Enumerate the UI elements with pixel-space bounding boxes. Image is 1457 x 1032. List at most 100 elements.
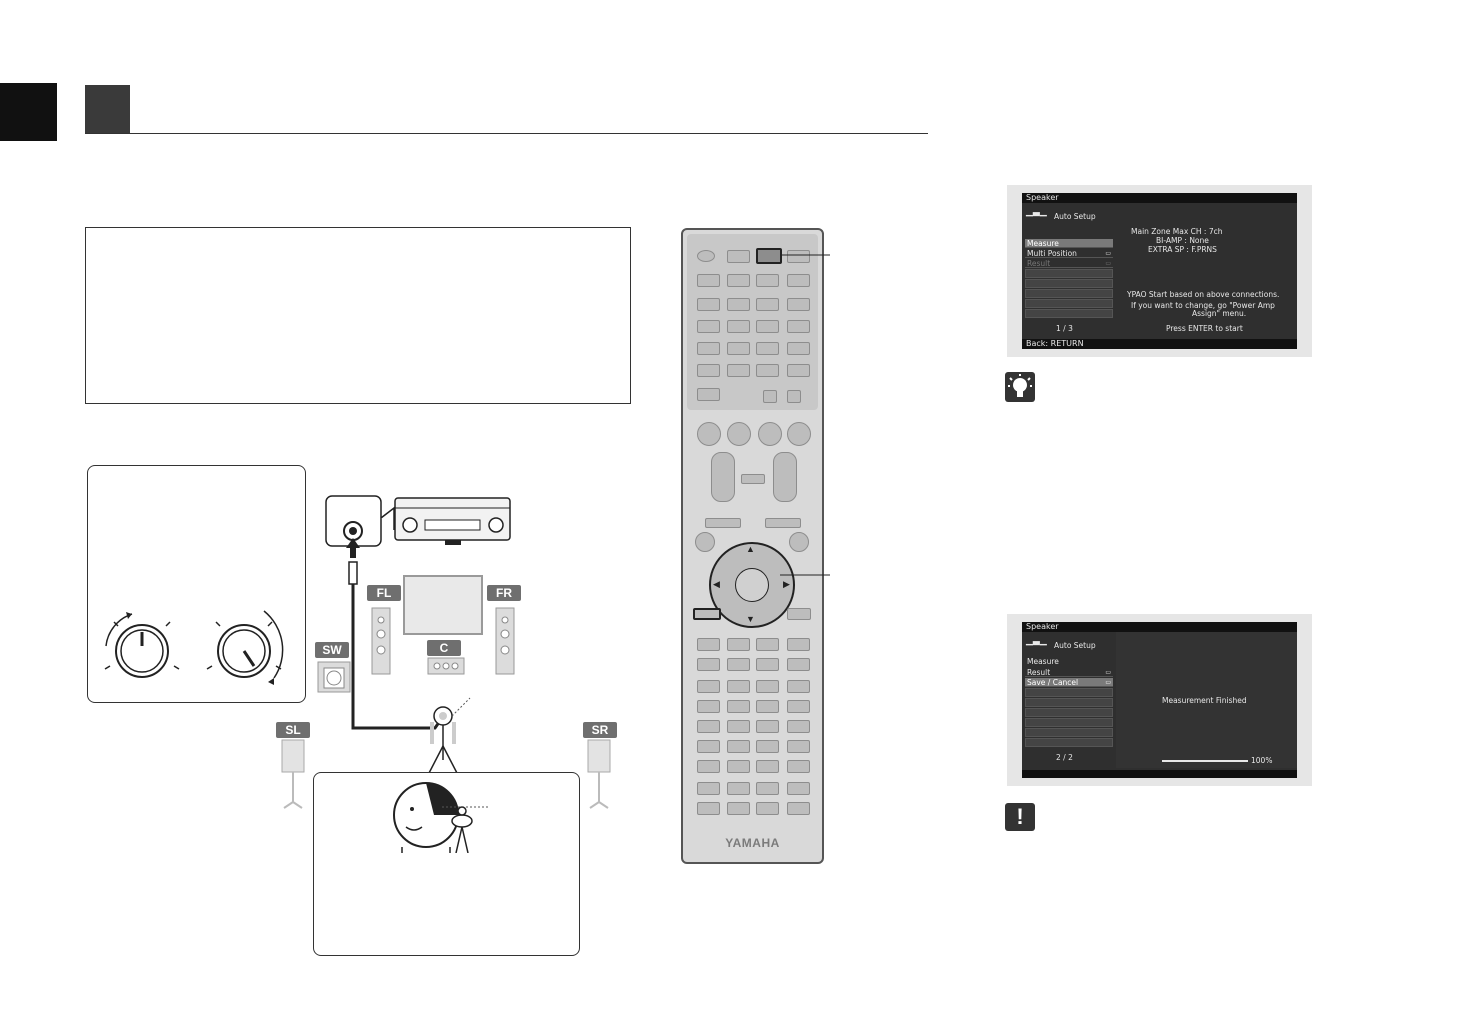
speaker-label-c: C [427,640,461,656]
remote-button[interactable] [756,342,779,355]
scene-button[interactable] [697,422,721,446]
remote-button[interactable] [697,274,720,287]
osd-screen-2: Speaker ▁▃▁ Auto Setup Measure Result▭ S… [1022,622,1297,778]
menu-item-empty [1025,299,1113,308]
remote-button[interactable] [787,320,810,333]
remote-button[interactable] [697,638,720,651]
remote-button[interactable] [756,638,779,651]
osd-info-line: Main Zone Max CH : 7ch [1131,227,1223,236]
remote-button[interactable] [705,518,741,528]
menu-item-measure[interactable]: Measure [1025,239,1113,248]
remote-button[interactable] [727,740,750,753]
menu-item-result[interactable]: Result▭ [1025,668,1113,677]
osd-info-line: EXTRA SP : F.PRNS [1148,245,1217,254]
remote-button[interactable] [697,320,720,333]
remote-button[interactable] [697,680,720,693]
remote-button[interactable] [727,782,750,795]
remote-button[interactable] [727,680,750,693]
remote-button[interactable] [787,638,810,651]
remote-button[interactable] [727,638,750,651]
remote-button[interactable] [697,760,720,773]
speaker-label-sr: SR [583,722,617,738]
remote-button[interactable] [697,342,720,355]
remote-button[interactable] [727,320,750,333]
mic-height-callout [313,772,580,956]
remote-button[interactable] [756,320,779,333]
remote-button[interactable] [756,298,779,311]
remote-button[interactable] [727,364,750,377]
remote-button[interactable] [787,720,810,733]
scene-button[interactable] [727,422,751,446]
folder-icon: ▭ [1105,250,1111,257]
menu-item-multi-position[interactable]: Multi Position ▭ [1025,249,1113,258]
remote-button[interactable] [789,532,809,552]
osd-subtitle: Auto Setup [1054,641,1096,650]
remote-button[interactable] [697,782,720,795]
remote-button[interactable] [727,250,750,263]
subwoofer-knobs-illustration [104,610,284,685]
remote-button[interactable] [787,802,810,815]
remote-button[interactable] [787,658,810,671]
remote-button[interactable] [727,274,750,287]
menu-item-label: Save / Cancel [1027,678,1079,687]
scene-button[interactable] [758,422,782,446]
remote-button[interactable] [787,782,810,795]
remote-button[interactable] [787,740,810,753]
cursor-down-icon: ▼ [746,614,755,624]
remote-button[interactable] [727,658,750,671]
remote-button[interactable] [756,740,779,753]
remote-button[interactable] [787,680,810,693]
return-button[interactable] [693,608,721,620]
remote-button[interactable] [787,390,801,403]
remote-button[interactable] [756,274,779,287]
remote-button[interactable] [756,760,779,773]
program-rocker[interactable] [711,452,735,502]
remote-button[interactable] [697,388,720,401]
remote-button[interactable] [787,700,810,713]
microphone-tripod-icon [427,697,471,776]
remote-button[interactable] [787,608,811,620]
remote-button[interactable] [756,802,779,815]
remote-button[interactable] [763,390,777,403]
remote-button[interactable] [697,700,720,713]
remote-button[interactable] [697,802,720,815]
remote-button[interactable] [727,802,750,815]
remote-button[interactable] [787,364,810,377]
enter-button[interactable] [735,568,769,602]
remote-button[interactable] [695,532,715,552]
remote-button[interactable] [697,364,720,377]
remote-button[interactable] [697,740,720,753]
cursor-left-icon: ◀ [713,579,720,589]
remote-button[interactable] [697,720,720,733]
remote-button[interactable] [756,364,779,377]
remote-button[interactable] [765,518,801,528]
remote-button[interactable] [756,782,779,795]
remote-button[interactable] [727,720,750,733]
volume-rocker[interactable] [773,452,797,502]
menu-item-label: Multi Position [1027,249,1077,258]
listener-ear-height-illustration [393,782,490,854]
remote-button[interactable] [787,250,810,263]
remote-button[interactable] [727,342,750,355]
power-button[interactable] [697,250,715,262]
mute-button[interactable] [741,474,765,484]
remote-button[interactable] [756,720,779,733]
remote-button[interactable] [727,298,750,311]
remote-button[interactable] [787,298,810,311]
remote-button[interactable] [697,658,720,671]
menu-item-empty [1025,289,1113,298]
remote-button[interactable] [756,680,779,693]
menu-item-save-cancel[interactable]: Save / Cancel▭ [1025,678,1113,687]
setup-button[interactable] [756,248,782,264]
remote-button[interactable] [727,700,750,713]
remote-button[interactable] [787,760,810,773]
remote-button[interactable] [697,298,720,311]
remote-button[interactable] [727,760,750,773]
remote-button[interactable] [756,700,779,713]
remote-button[interactable] [756,658,779,671]
remote-button[interactable] [787,342,810,355]
remote-button[interactable] [787,274,810,287]
menu-item-result[interactable]: Result▭ [1025,259,1113,268]
scene-button[interactable] [787,422,811,446]
osd-page-indicator: 2 / 2 [1056,753,1073,762]
